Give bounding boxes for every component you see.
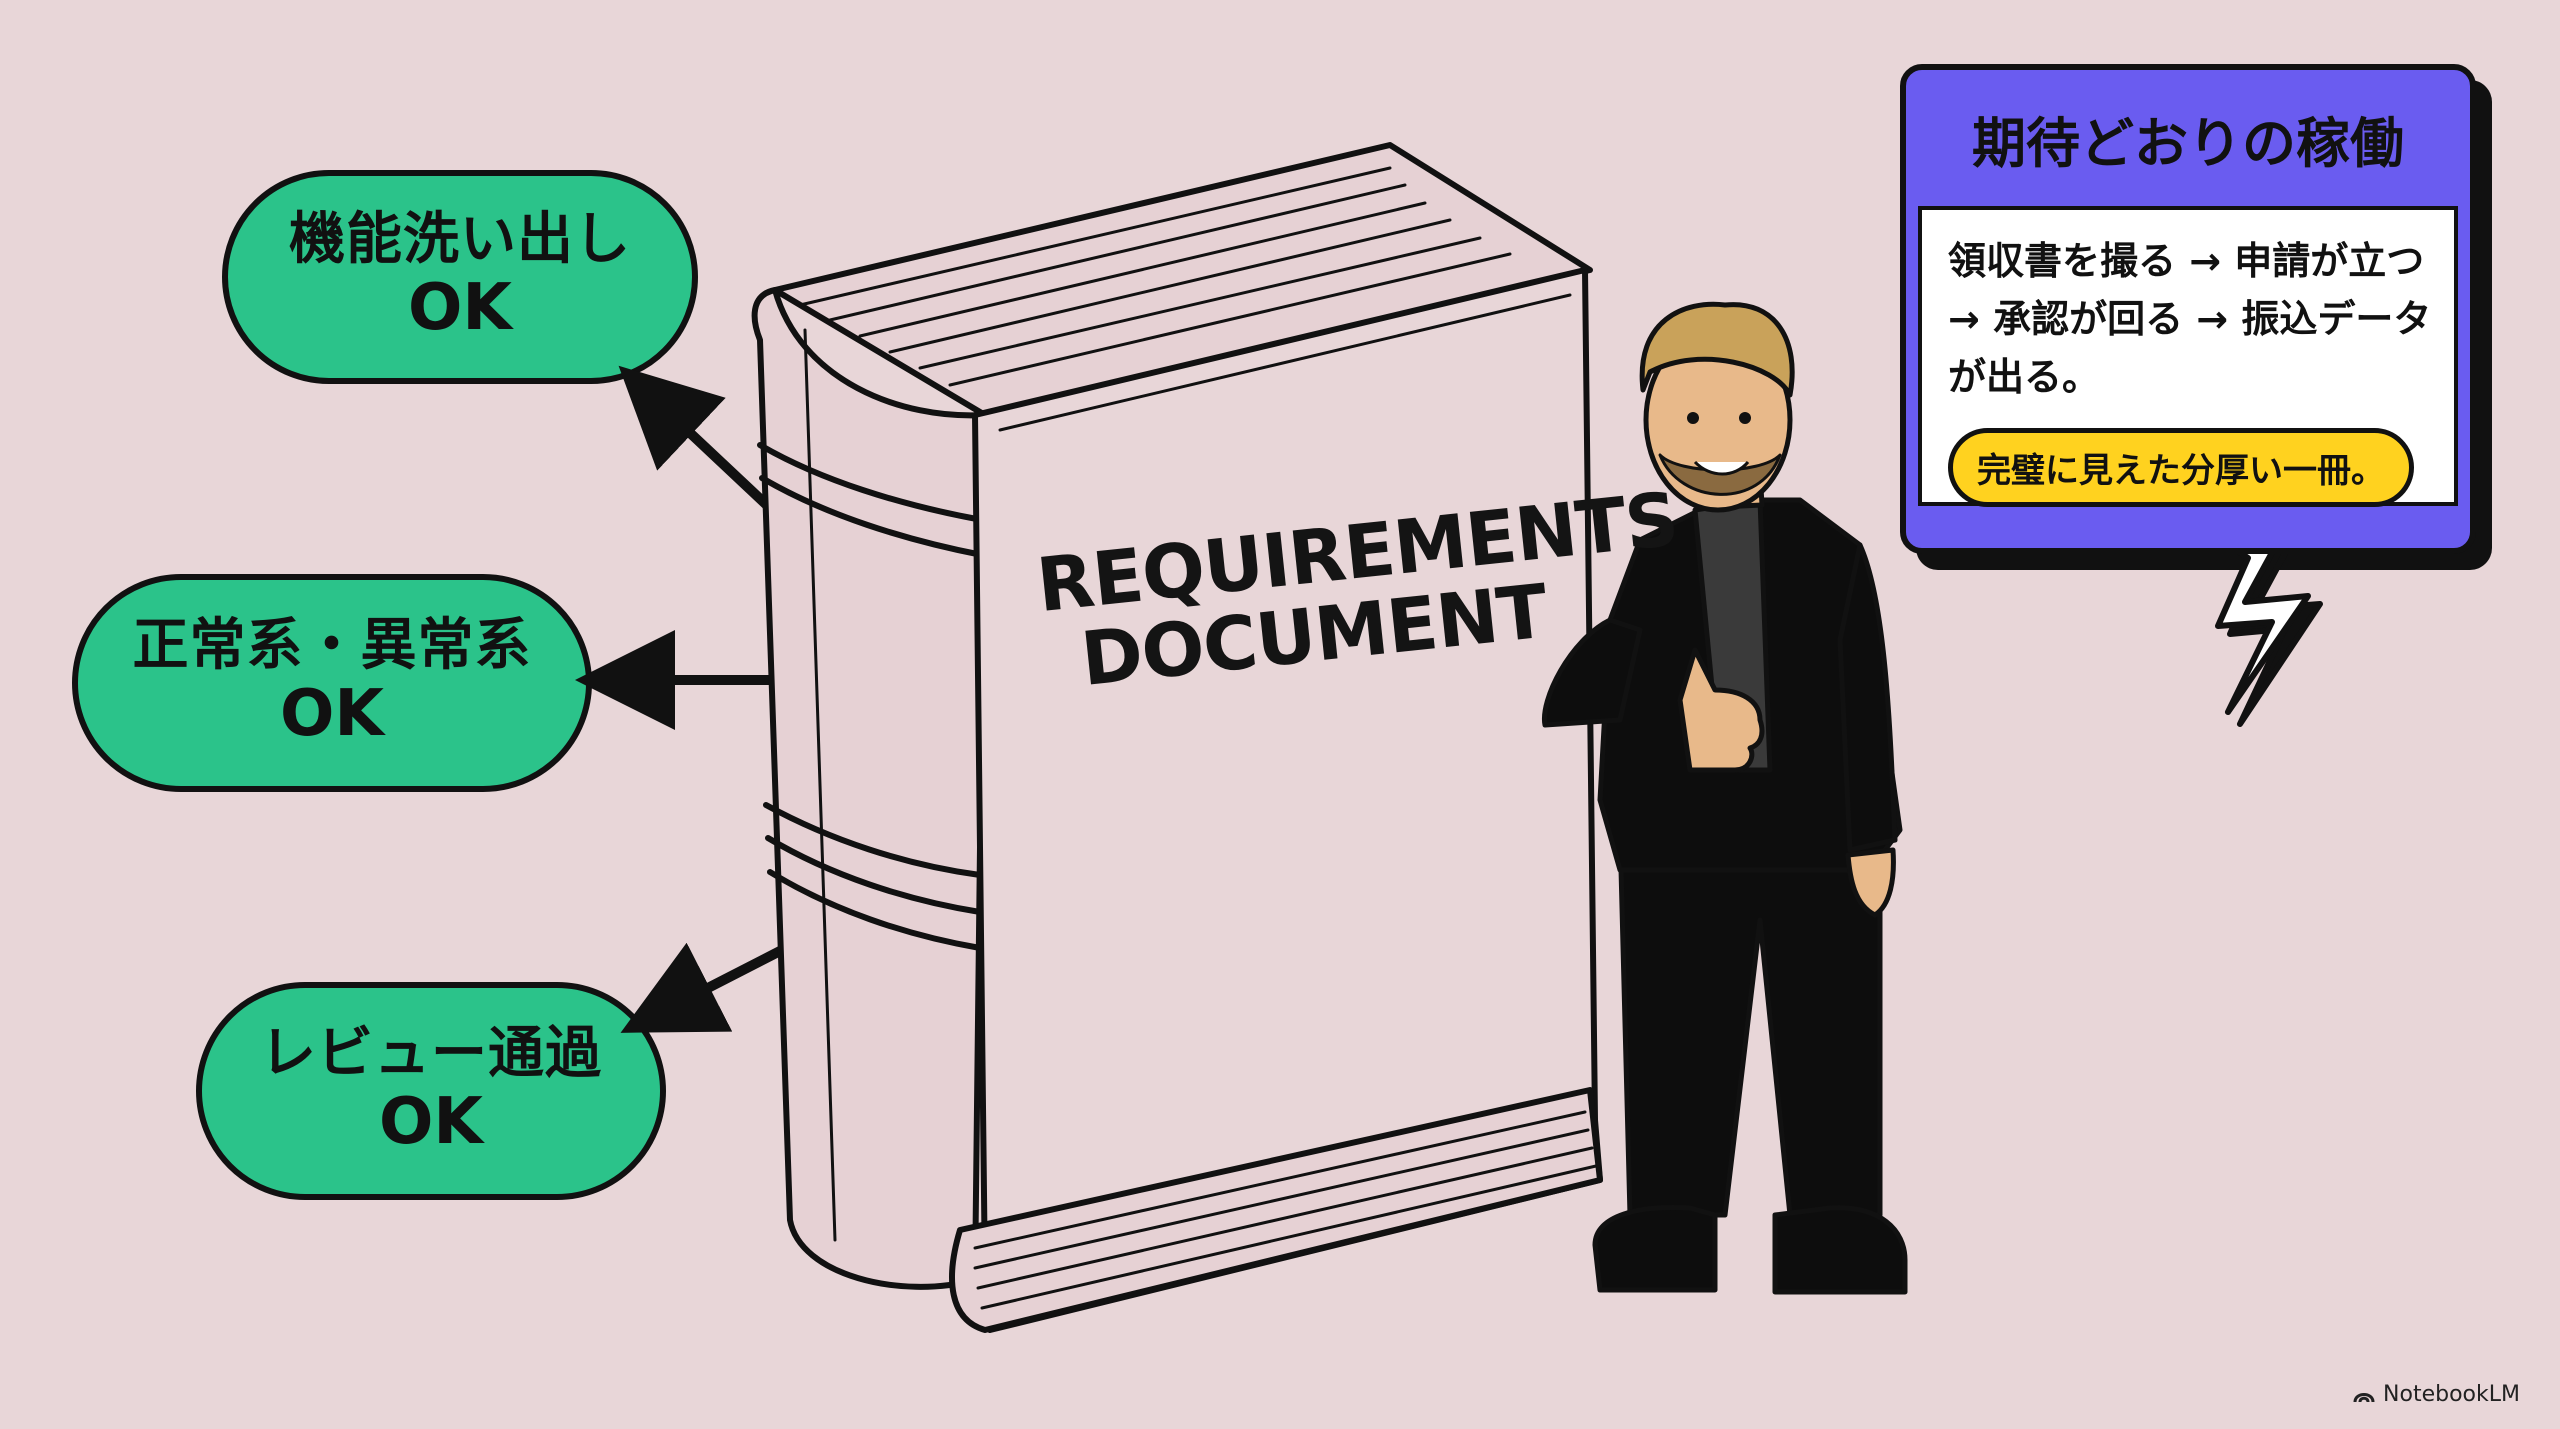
pill-status: OK <box>408 271 512 346</box>
bubble-tag: 完璧に見えた分厚い一冊。 <box>1948 428 2414 507</box>
bubble-tail-icon <box>2215 535 2323 727</box>
speech-bubble: 期待どおりの稼働 領収書を撮る → 申請が立つ → 承認が回る → 振込データ … <box>1900 64 2492 727</box>
bubble-line: 領収書を撮る → 申請が立つ <box>1948 239 2425 283</box>
book-icon <box>751 142 1603 1333</box>
notebooklm-logo-icon <box>2353 1392 2375 1402</box>
bubble-line: が出る。 <box>1948 355 2101 399</box>
bubble-heading: 期待どおりの稼働 <box>1972 111 2404 175</box>
pill-label: 機能洗い出し <box>289 207 631 272</box>
pill-status: OK <box>280 677 384 752</box>
footer-brand: NotebookLM <box>2353 1382 2520 1407</box>
pill-label: レビュー通過 <box>260 1021 602 1086</box>
person-illustration <box>1541 301 1908 1295</box>
bubble-box: 期待どおりの稼働 領収書を撮る → 申請が立つ → 承認が回る → 振込データ … <box>1900 64 2476 554</box>
pill-status: OK <box>379 1085 483 1160</box>
pill-label: 正常系・異常系 <box>132 613 532 678</box>
brand-name: NotebookLM <box>2383 1382 2520 1407</box>
status-pill-review: レビュー通過 OK <box>196 982 666 1200</box>
bubble-body: 領収書を撮る → 申請が立つ → 承認が回る → 振込データ が出る。 完璧に見… <box>1918 206 2458 507</box>
status-pill-feature-list: 機能洗い出し OK <box>222 170 698 384</box>
bubble-line: → 承認が回る → 振込データ <box>1948 297 2432 341</box>
arrow-up-left <box>618 365 776 514</box>
arrow-down-left <box>620 942 785 1033</box>
